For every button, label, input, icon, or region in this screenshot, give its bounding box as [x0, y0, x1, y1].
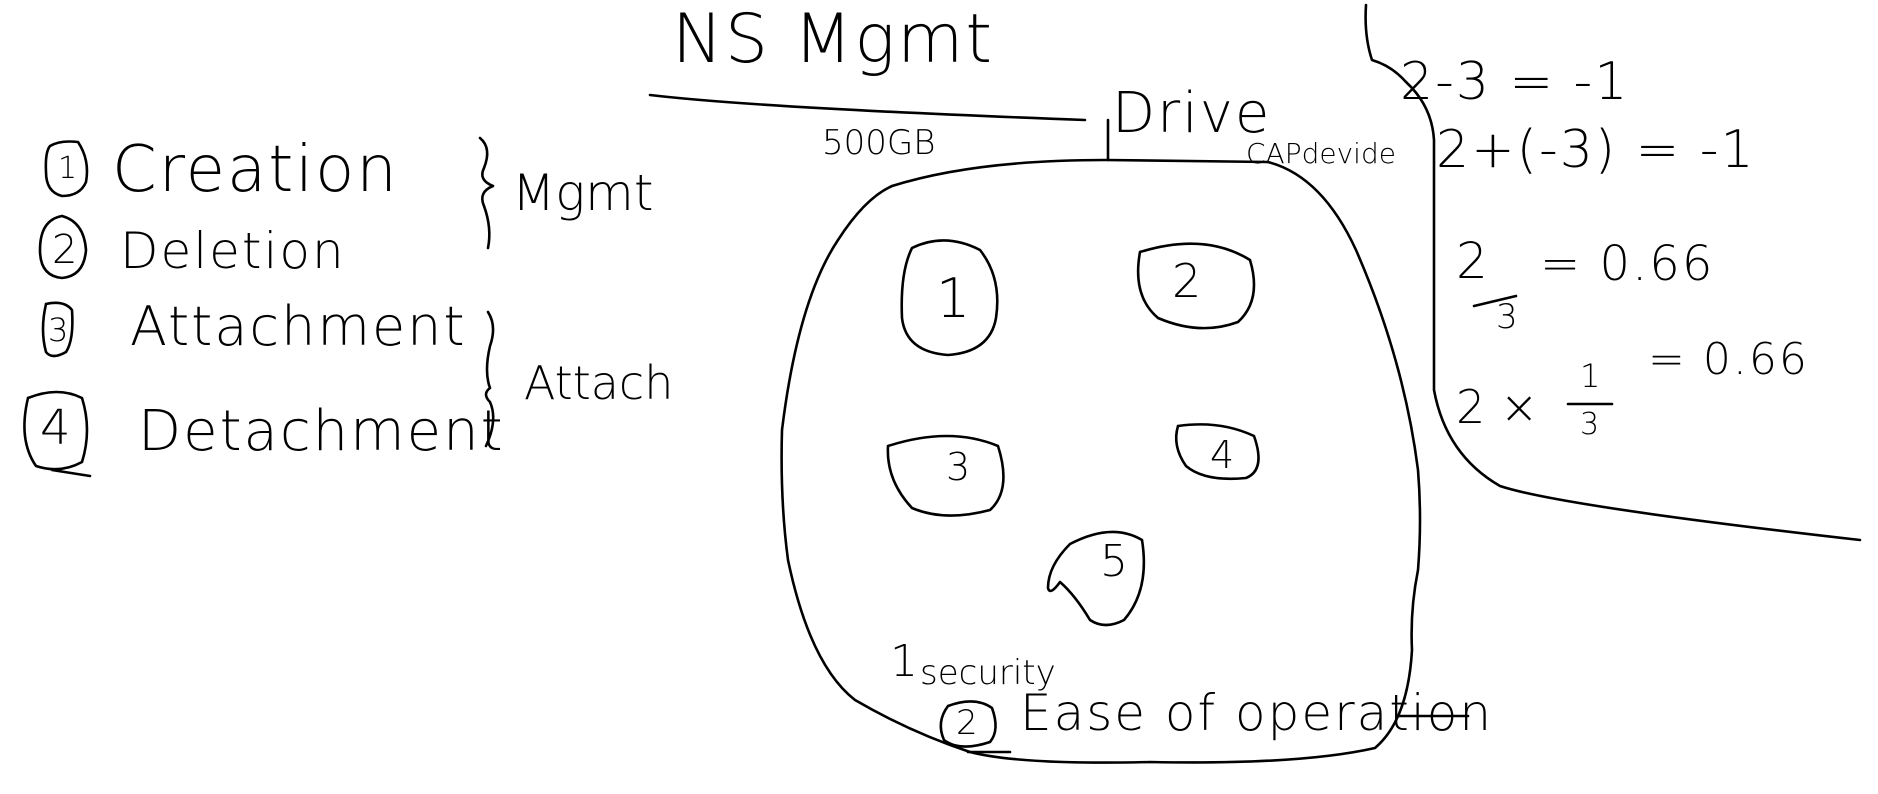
- attach-brace: [484, 310, 495, 448]
- fraction-bar-1: [1472, 294, 1518, 308]
- namespace-3: 3: [946, 445, 971, 489]
- math-line-3-lhs: 2: [1456, 232, 1488, 290]
- mgmt-brace: [478, 136, 495, 250]
- op-3-number: 3: [48, 311, 69, 349]
- math-line-4-denominator: 3: [1580, 407, 1600, 442]
- op-2-label: Deletion: [120, 222, 346, 280]
- capacity-label: 500GB: [822, 123, 936, 163]
- namespace-2: 2: [1172, 254, 1202, 308]
- namespace-3-outline: [886, 434, 1005, 517]
- op-4-number: 4: [40, 400, 71, 456]
- benefit-1-number: 1: [890, 636, 918, 687]
- cap-device-label: CAPdevide: [1246, 137, 1396, 170]
- op-2-circle: [38, 214, 88, 280]
- op-4-label: Detachment: [138, 399, 505, 464]
- drive-outline: [780, 158, 1422, 764]
- math-line-3-rhs: = 0.66: [1540, 236, 1715, 292]
- page-title: NS Mgmt: [672, 0, 995, 79]
- namespace-2-outline: [1136, 242, 1256, 330]
- title-underline: [648, 93, 1087, 122]
- math-line-4-rhs: = 0.66: [1648, 334, 1809, 385]
- benefit-1-label: security: [920, 653, 1056, 693]
- namespace-4: 4: [1210, 433, 1235, 477]
- op-3-circle: [41, 301, 74, 358]
- op-1-label: Creation: [112, 133, 399, 207]
- op-4-circle: [23, 390, 92, 478]
- math-line-3-denominator: 3: [1496, 297, 1518, 337]
- op-3-label: Attachment: [130, 295, 467, 358]
- namespace-1-outline: [900, 239, 999, 357]
- op-1-circle: [44, 140, 89, 198]
- namespace-1: 1: [936, 267, 971, 330]
- math-line-4-lhs: 2 ×: [1456, 380, 1539, 434]
- benefit-2-circle: [939, 700, 1012, 754]
- benefit-2-number: 2: [956, 703, 978, 743]
- math-line-2: 2+(-3) = -1: [1436, 120, 1756, 180]
- namespace-5-outline: [1046, 530, 1146, 627]
- benefit-2-label: Ease of operation: [1020, 684, 1494, 742]
- op-1-number: 1: [58, 151, 78, 186]
- math-separator: [1364, 3, 1862, 542]
- group-attach-label: Attach: [524, 356, 674, 410]
- namespace-4-outline: [1174, 423, 1260, 481]
- namespace-5: 5: [1100, 536, 1128, 587]
- math-line-1: 2-3 = -1: [1400, 52, 1630, 112]
- group-mgmt-label: Mgmt: [512, 164, 654, 222]
- op-2-number: 2: [52, 227, 78, 273]
- math-line-4-numerator: 1: [1580, 357, 1601, 395]
- drive-label: Drive: [1112, 81, 1272, 146]
